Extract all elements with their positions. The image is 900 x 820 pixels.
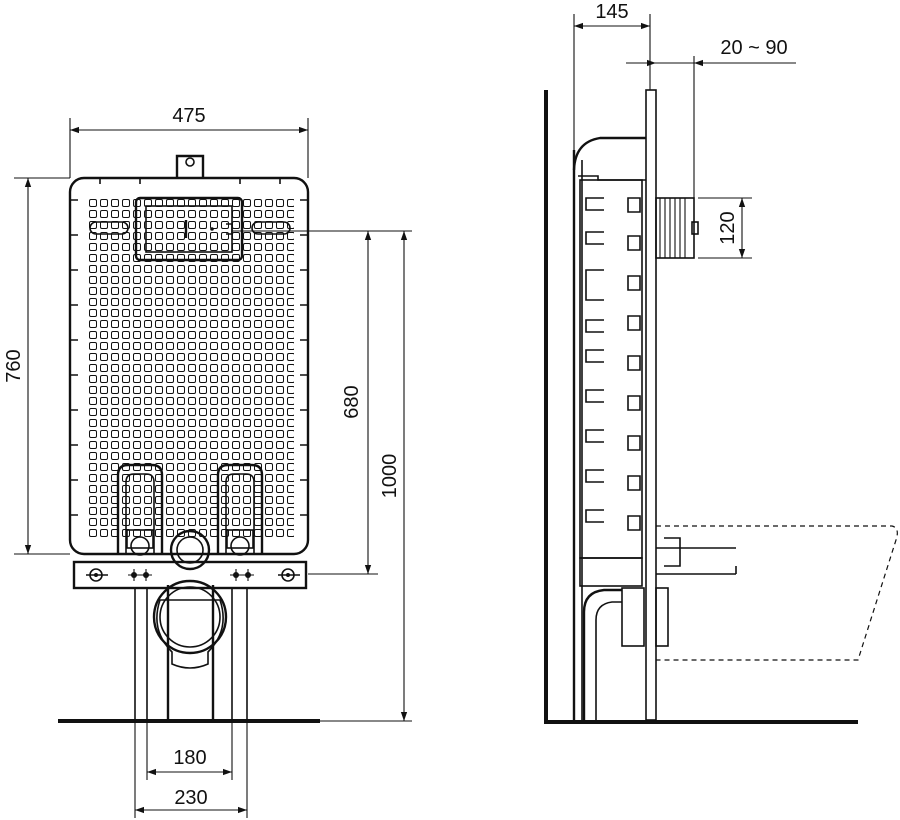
dim-depth-145: 145 [573,1,651,150]
dim-height-680: 680 [232,230,378,575]
dim-145-label: 145 [595,1,628,23]
drain-pipe [152,579,228,669]
outlet-bend-side [582,587,669,720]
dim-height-1000: 1000 [320,230,412,722]
dim-leg-230: 230 [134,721,248,818]
wall-board [645,89,657,721]
cistern-panel [68,154,310,571]
dim-475-label: 475 [172,105,205,127]
dim-leg-180: 180 [146,721,233,780]
dim-120-label: 120 [717,211,739,244]
dim-width-475: 475 [69,105,309,178]
dim-230-label: 230 [174,787,207,809]
bolt-rods [656,537,737,575]
front-view: 475 760 680 1000 180 [3,105,412,818]
cistern-side [572,136,646,587]
dim-1000-label: 1000 [379,454,401,499]
dim-180-label: 180 [173,747,206,769]
dim-height-760: 760 [3,177,70,555]
dim-wall-range: 20 ~ 90 [626,37,796,198]
toilet-outline [656,525,898,661]
dim-pipe-120: 120 [698,197,752,259]
flush-plate-opening [134,196,244,262]
dim-wall-range-label: 20 ~ 90 [720,37,787,59]
inlet-pipe [655,197,699,259]
dim-680-label: 680 [341,385,363,418]
side-view: 145 20 ~ 90 120 [544,1,898,724]
mounting-crossbar [72,560,308,590]
dim-760-label: 760 [3,349,25,382]
frame-legs [134,585,248,721]
